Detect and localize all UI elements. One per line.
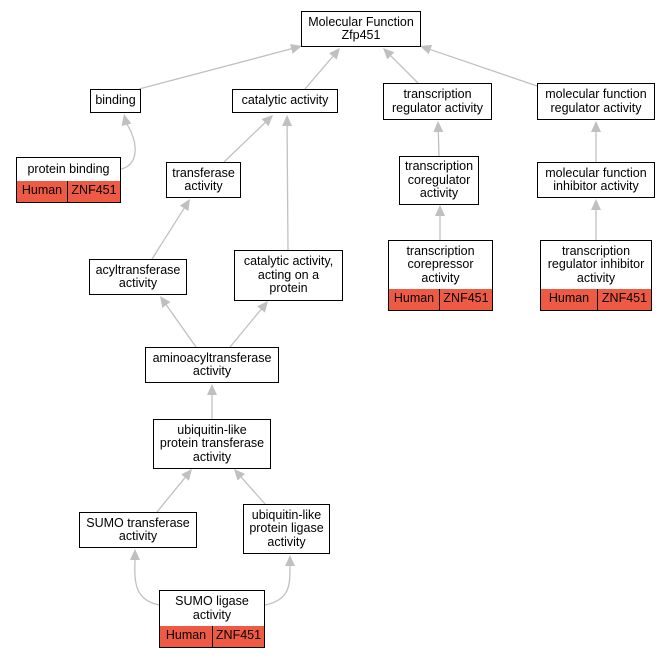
edge-transreg-root-arrowhead — [383, 48, 395, 60]
species-human-label: Human — [21, 183, 63, 197]
node-molecular-function-regulator-activity[interactable]: molecular function regulator activity — [537, 83, 655, 120]
node-catalytic-activity[interactable]: catalytic activity — [232, 89, 338, 113]
node-molecular-function-regulator-activity-label: molecular function regulator activity — [545, 87, 647, 115]
edge-proteinbinding-binding — [120, 122, 136, 170]
node-transferase-activity-label: transferase activity — [172, 165, 235, 193]
edge-sumotrans-ubltrans-arrowhead — [181, 469, 192, 481]
species-human-label: Human — [393, 291, 435, 305]
node-binding[interactable]: binding — [90, 89, 141, 113]
node-transcription-regulator-activity[interactable]: transcription regulator activity — [383, 83, 492, 120]
edge-binding-root — [138, 48, 292, 90]
node-transcription-coregulator-activity-label: transcription coregulator activity — [404, 159, 474, 201]
edge-mfinhib-mfreg-arrowhead — [591, 121, 601, 132]
annotation-transcription-regulator-inhibitor: Human ZNF451 — [540, 289, 652, 311]
edge-ubllig-ubltrans-arrowhead — [234, 469, 246, 481]
edge-proteinbinding-binding-arrowhead — [121, 114, 132, 126]
node-aminoacyltransferase-activity[interactable]: aminoacyltransferase activity — [145, 347, 279, 383]
edge-amino-acyl — [165, 304, 197, 348]
edge-ubllig-ubltrans — [240, 476, 266, 505]
node-aminoacyltransferase-activity-label: aminoacyltransferase activity — [152, 350, 272, 378]
node-binding-label: binding — [95, 93, 136, 108]
edge-transreg-root — [390, 55, 419, 84]
node-acyltransferase-activity-label: acyltransferase activity — [95, 262, 181, 290]
edge-binding-root-arrowhead — [290, 43, 302, 54]
edge-sumoligase-ubllig — [264, 565, 291, 606]
node-catalytic-activity-on-protein-label: catalytic activity, acting on a protein — [243, 254, 334, 296]
node-catalytic-activity-on-protein[interactable]: catalytic activity, acting on a protein — [234, 250, 343, 301]
node-sumo-transferase-activity-label: SUMO transferase activity — [86, 515, 190, 543]
node-ubiquitin-like-protein-ligase-activity-label: ubiquitin-like protein ligase activity — [249, 507, 324, 549]
node-molecular-function-inhibitor-activity[interactable]: molecular function inhibitor activity — [537, 162, 655, 198]
edge-mfreg-root-arrowhead — [420, 44, 433, 55]
edge-transferase-catalytic-arrowhead — [261, 115, 273, 127]
edge-amino-acyl-arrowhead — [160, 296, 171, 308]
node-transcription-corepressor-activity[interactable]: transcription corepressor activity — [388, 240, 493, 290]
annotation-sumo-ligase: Human ZNF451 — [159, 626, 265, 648]
gene-znf451-label: ZNF451 — [597, 289, 651, 310]
gene-znf451-label: ZNF451 — [439, 289, 492, 310]
node-ubiquitin-like-protein-transferase-activity-label: ubiquitin-like protein transferase activ… — [159, 422, 265, 464]
node-transcription-corepressor-activity-label: transcription corepressor activity — [406, 243, 475, 285]
edge-acyl-transferase — [151, 207, 185, 260]
root-node[interactable]: Molecular Function Zfp451 — [301, 11, 421, 47]
node-protein-binding[interactable]: protein binding — [16, 157, 121, 182]
edge-catprotein-catalytic-arrowhead — [282, 115, 293, 127]
node-transcription-regulator-inhibitor-activity[interactable]: transcription regulator inhibitor activi… — [540, 240, 652, 290]
root-node-label: Molecular Function Zfp451 — [308, 14, 414, 42]
node-sumo-transferase-activity[interactable]: SUMO transferase activity — [79, 512, 197, 548]
edge-amino-catprotein-arrowhead — [257, 301, 268, 313]
edge-sumoligase-ubllig-arrowhead — [285, 555, 295, 566]
edge-catalytic-root — [304, 55, 334, 90]
node-transcription-regulator-inhibitor-activity-label: transcription regulator inhibitor activi… — [547, 243, 645, 285]
edge-sumoligase-sumotrans — [134, 559, 160, 606]
node-molecular-function-inhibitor-activity-label: molecular function inhibitor activity — [545, 165, 647, 193]
node-transcription-regulator-activity-label: transcription regulator activity — [391, 87, 483, 115]
gene-znf451-label: ZNF451 — [67, 181, 120, 202]
node-sumo-ligase-activity[interactable]: SUMO ligase activity — [159, 590, 265, 627]
node-sumo-ligase-activity-label: SUMO ligase activity — [175, 594, 249, 622]
node-ubiquitin-like-protein-ligase-activity[interactable]: ubiquitin-like protein ligase activity — [243, 504, 330, 554]
annotation-transcription-corepressor: Human ZNF451 — [388, 289, 493, 311]
species-human-label: Human — [548, 291, 590, 305]
edge-sumotrans-ubltrans — [156, 477, 186, 513]
node-ubiquitin-like-protein-transferase-activity[interactable]: ubiquitin-like protein transferase activ… — [153, 419, 271, 469]
node-acyltransferase-activity[interactable]: acyltransferase activity — [89, 259, 187, 295]
edge-catprotein-catalytic — [286, 125, 289, 251]
edge-reginhib-mfinhib-arrowhead — [591, 199, 601, 210]
edge-transcoreg-transreg — [437, 131, 440, 157]
annotation-protein-binding: Human ZNF451 — [16, 181, 121, 203]
species-human-label: Human — [165, 628, 207, 642]
edge-sumoligase-sumotrans-arrowhead — [130, 549, 140, 560]
edge-corep-coreg-arrowhead — [435, 205, 445, 216]
edge-ubltrans-amino-arrowhead — [207, 384, 217, 395]
node-protein-binding-label: protein binding — [27, 161, 110, 176]
node-transferase-activity[interactable]: transferase activity — [166, 162, 241, 198]
gene-znf451-label: ZNF451 — [212, 626, 264, 647]
edge-mfreg-root — [430, 48, 538, 87]
edge-amino-catprotein — [229, 309, 262, 348]
edge-catalytic-root-arrowhead — [329, 48, 340, 60]
node-transcription-coregulator-activity[interactable]: transcription coregulator activity — [399, 156, 479, 205]
node-catalytic-activity-label: catalytic activity — [241, 93, 329, 108]
edge-transferase-catalytic — [223, 122, 266, 163]
edge-transcoreg-transreg-arrowhead — [433, 121, 444, 133]
edge-acyl-transferase-arrowhead — [179, 199, 190, 211]
